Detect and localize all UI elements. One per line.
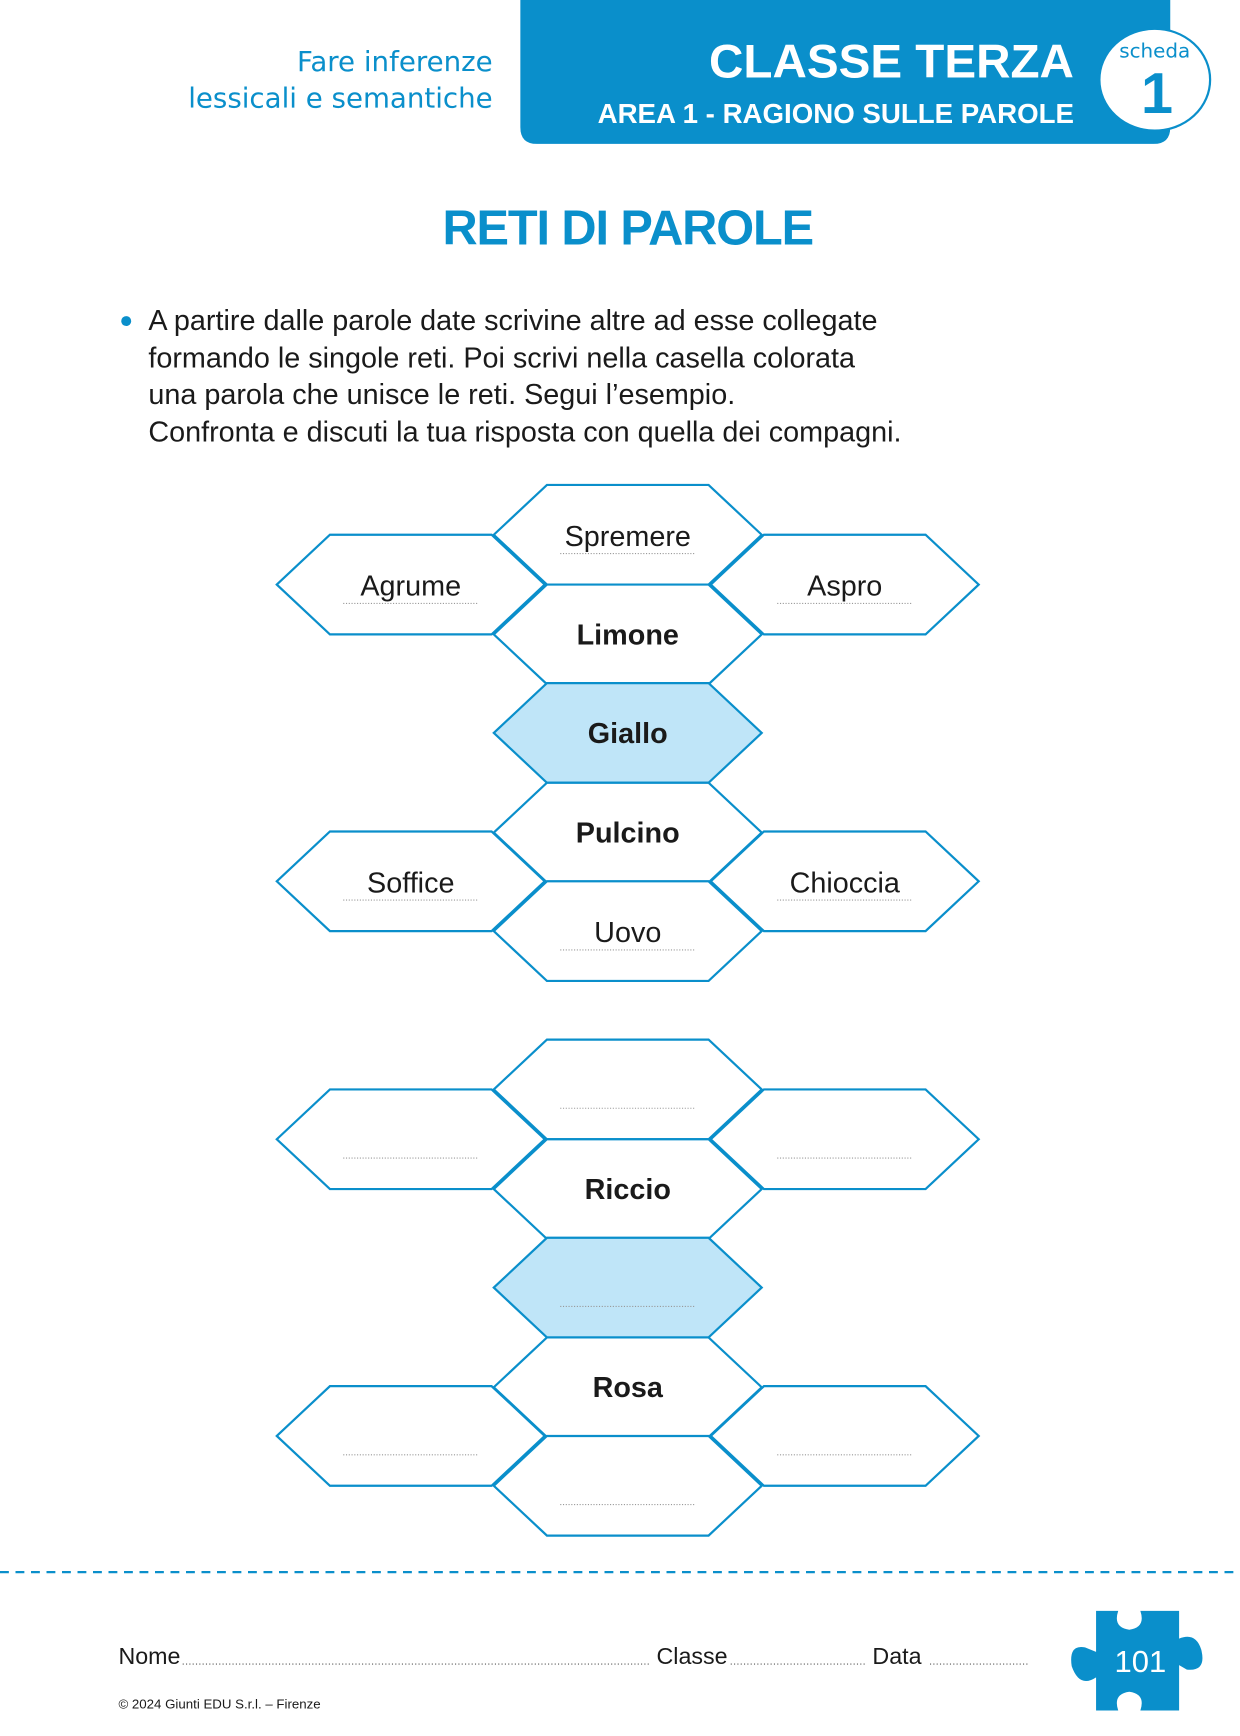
class-label: Classe	[657, 1643, 728, 1669]
hex-cell-top[interactable]	[492, 1038, 764, 1141]
hex-word: Soffice	[367, 867, 454, 899]
hex-cell-center1: Limone	[492, 583, 764, 686]
hexagon-shape	[492, 1236, 764, 1339]
bullet-icon	[121, 316, 132, 327]
hex-cell-right1[interactable]	[709, 1088, 981, 1191]
scheda-badge	[1098, 27, 1212, 132]
hexagon-shape	[492, 1434, 764, 1537]
hexagon-shape	[275, 1385, 547, 1487]
page-title: RETI DI PAROLE	[442, 202, 813, 256]
hex-word: Chioccia	[790, 867, 900, 899]
hex-word: Pulcino	[576, 818, 680, 850]
hex-cell-left2: Soffice	[275, 830, 547, 933]
hexagon-shape	[275, 830, 547, 933]
name-label: Nome	[118, 1643, 180, 1669]
instruction-line: una parola che unisce le reti. Segui l’e…	[148, 379, 735, 411]
topic-line-1: Fare inferenze	[297, 45, 493, 78]
scheda-label: scheda	[1119, 40, 1190, 63]
hex-cell-center2: Pulcino	[492, 781, 764, 884]
hex-cell-left1: Agrume	[275, 533, 547, 636]
instruction-line: formando le singole reti. Poi scrivi nel…	[148, 343, 855, 375]
puzzle-piece-icon	[1071, 1610, 1203, 1711]
hexagon-shape	[709, 830, 981, 933]
hex-word: Riccio	[585, 1174, 671, 1206]
hexagon-shape	[709, 533, 981, 636]
hex-cell-right2: Chioccia	[709, 830, 981, 933]
instruction-line: A partire dalle parole date scrivine alt…	[148, 305, 877, 337]
hex-cell-right1: Aspro	[709, 533, 981, 636]
hex-cell-left2[interactable]	[275, 1385, 547, 1487]
hex-cell-center1: Riccio	[492, 1138, 764, 1240]
hexagon-shape	[275, 533, 547, 636]
hexagon-shape	[492, 1038, 764, 1141]
hex-cell-bottom: Uovo	[492, 880, 764, 983]
hexagon-shape	[709, 1088, 981, 1191]
topic-line-2: lessicali e semantiche	[188, 81, 492, 114]
header-banner	[520, 0, 1171, 144]
hex-cell-link[interactable]	[492, 1236, 764, 1339]
hex-word: Agrume	[360, 571, 461, 603]
hex-word: Limone	[577, 619, 679, 651]
hex-cell-center2: Rosa	[492, 1336, 764, 1439]
copyright: © 2024 Giunti EDU S.r.l. – Firenze	[118, 1696, 320, 1711]
hexagon-shape	[492, 880, 764, 983]
instruction-line: Confronta e discuti la tua risposta con …	[148, 417, 901, 449]
hexagon-shape	[275, 1088, 547, 1191]
hex-cell-right2[interactable]	[709, 1385, 981, 1487]
hex-word: Uovo	[594, 917, 661, 949]
class-title: CLASSE TERZA	[709, 36, 1074, 89]
hexagon-shape	[709, 1385, 981, 1487]
date-label: Data	[872, 1643, 921, 1669]
hex-word: Rosa	[593, 1372, 664, 1404]
hex-cell-bottom[interactable]	[492, 1434, 764, 1537]
page-number: 101	[1115, 1644, 1167, 1679]
scheda-number: 1	[1141, 62, 1173, 126]
hex-word: Spremere	[565, 521, 691, 553]
hex-word: Aspro	[807, 571, 882, 603]
hex-cell-left1[interactable]	[275, 1088, 547, 1191]
hex-word: Giallo	[588, 718, 668, 750]
area-subtitle: AREA 1 - RAGIONO SULLE PAROLE	[598, 98, 1074, 129]
hex-cell-link: Giallo	[492, 682, 764, 784]
hex-cell-top: Spremere	[492, 483, 764, 586]
